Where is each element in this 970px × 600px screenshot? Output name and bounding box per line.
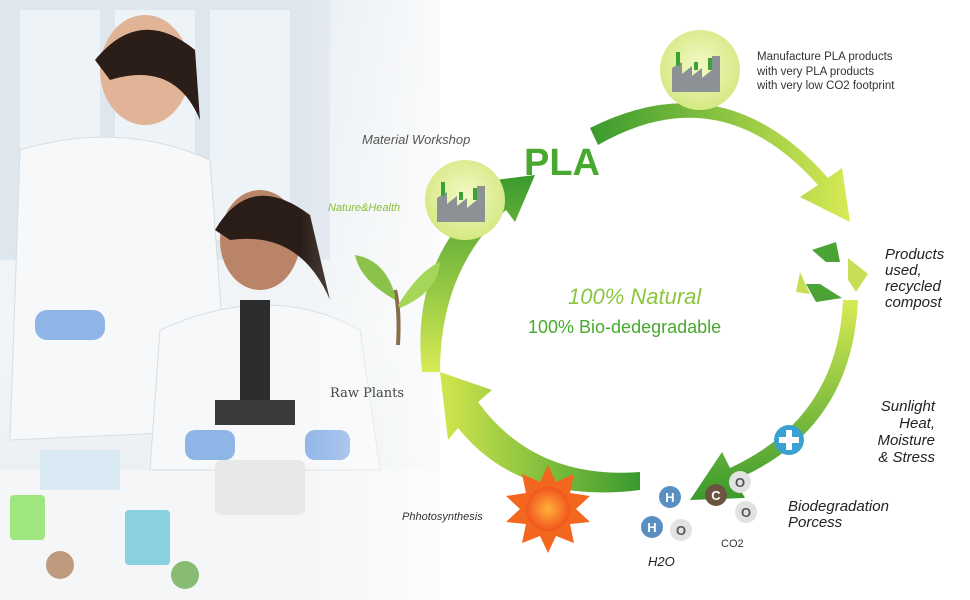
co2-molecule: C O O [705, 471, 757, 523]
pla-title: PLA [524, 142, 600, 184]
sun-icon [506, 465, 590, 553]
co2-atom-o2: O [741, 505, 751, 520]
manufacture-label: Manufacture PLA products with very PLA p… [757, 51, 895, 92]
co2-atom-o1: O [735, 475, 745, 490]
sprout-icon [355, 255, 440, 346]
cycle-arrow-top [590, 103, 850, 222]
natural-label: 100% Natural [568, 284, 702, 309]
sunlight-label: Sunlight Heat, Moisture & Stress [877, 398, 935, 466]
cycle-arrow-right [690, 300, 858, 500]
nature-health-label: Nature&Health [328, 202, 401, 214]
h2o-atom-h2: H [647, 520, 656, 535]
co2-atom-c: C [711, 488, 721, 503]
photosynthesis-label: Phhotosynthesis [402, 511, 483, 523]
biodegradable-label: 100% Bio-dedegradable [528, 317, 722, 337]
h2o-atom-o: O [676, 523, 686, 538]
co2-label: CO2 [721, 538, 744, 550]
factory-icon-top [660, 30, 740, 110]
material-workshop-label: Material Workshop [362, 132, 471, 147]
factory-icon-left [425, 160, 505, 240]
h2o-label: H2O [648, 554, 675, 569]
h2o-molecule: H H O [641, 486, 692, 541]
raw-plants-label: Raw Plants [330, 386, 405, 401]
biodegradation-label: Biodegradation Porcess [788, 498, 889, 531]
recycle-icon [796, 242, 868, 302]
plus-icon [774, 425, 804, 455]
h2o-atom-h1: H [665, 490, 674, 505]
products-label: Products used, recycled compost [885, 246, 945, 311]
cycle-arrow-bottom [440, 372, 640, 493]
